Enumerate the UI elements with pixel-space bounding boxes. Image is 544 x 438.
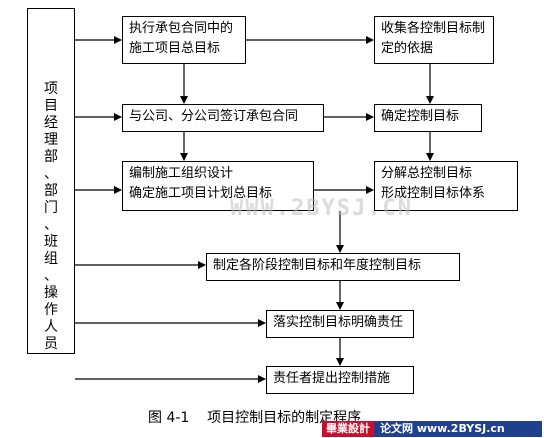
footer-logo: 畢業設計 论文网 www.2BYSJ.cn: [322, 421, 542, 437]
personnel-label-char: 门: [44, 200, 58, 216]
box-sign-contract: 与公司、分公司签订承包合同: [122, 104, 324, 132]
personnel-label: 项目经理部、部门、班组、操作人员: [28, 81, 74, 353]
personnel-label-char: 班: [44, 234, 58, 250]
personnel-label-char: 项: [44, 81, 58, 97]
box-control-measures: 责任者提出控制措施: [266, 366, 414, 394]
box-assign-responsibility: 落实控制目标明确责任: [266, 310, 414, 338]
personnel-label-char: 部: [44, 149, 58, 165]
decompose-target-line1: 分解总控制目标: [381, 166, 473, 181]
personnel-label-char: 理: [44, 132, 58, 148]
footer-site: 论文网 www.2BYSJ.cn: [374, 421, 542, 437]
personnel-label-char: 部: [44, 183, 58, 199]
box-stage-annual-targets: 制定各阶段控制目标和年度控制目标: [206, 253, 460, 281]
box-define-target: 确定控制目标: [374, 104, 482, 132]
personnel-label-char: 作: [44, 302, 58, 318]
box-execute-contract-target: 执行承包合同中的施工项目总目标: [122, 16, 246, 64]
construction-plan-line2: 确定施工项目计划总目标: [129, 186, 273, 201]
box-construction-plan: 编制施工组织设计 确定施工项目计划总目标: [122, 161, 314, 211]
personnel-label-char: 人: [44, 319, 58, 335]
personnel-label-char: 、: [44, 217, 58, 233]
personnel-label-char: 操: [44, 285, 58, 301]
personnel-label-char: 、: [44, 166, 58, 182]
personnel-label-char: 、: [44, 268, 58, 284]
box-collect-basis: 收集各控制目标制定的依据: [374, 16, 494, 64]
personnel-label-char: 员: [44, 336, 58, 352]
decompose-target-line2: 形成控制目标体系: [381, 186, 486, 201]
personnel-label-char: 组: [44, 251, 58, 267]
personnel-box: 项目经理部、部门、班组、操作人员: [27, 8, 75, 354]
box-decompose-target: 分解总控制目标 形成控制目标体系: [374, 161, 518, 211]
personnel-label-char: 经: [44, 115, 58, 131]
watermark-text: WWW.2BYSJ.CN: [230, 196, 413, 221]
personnel-label-char: 目: [44, 98, 58, 114]
construction-plan-line1: 编制施工组织设计: [129, 166, 234, 181]
footer-brand: 畢業設計: [322, 421, 374, 437]
